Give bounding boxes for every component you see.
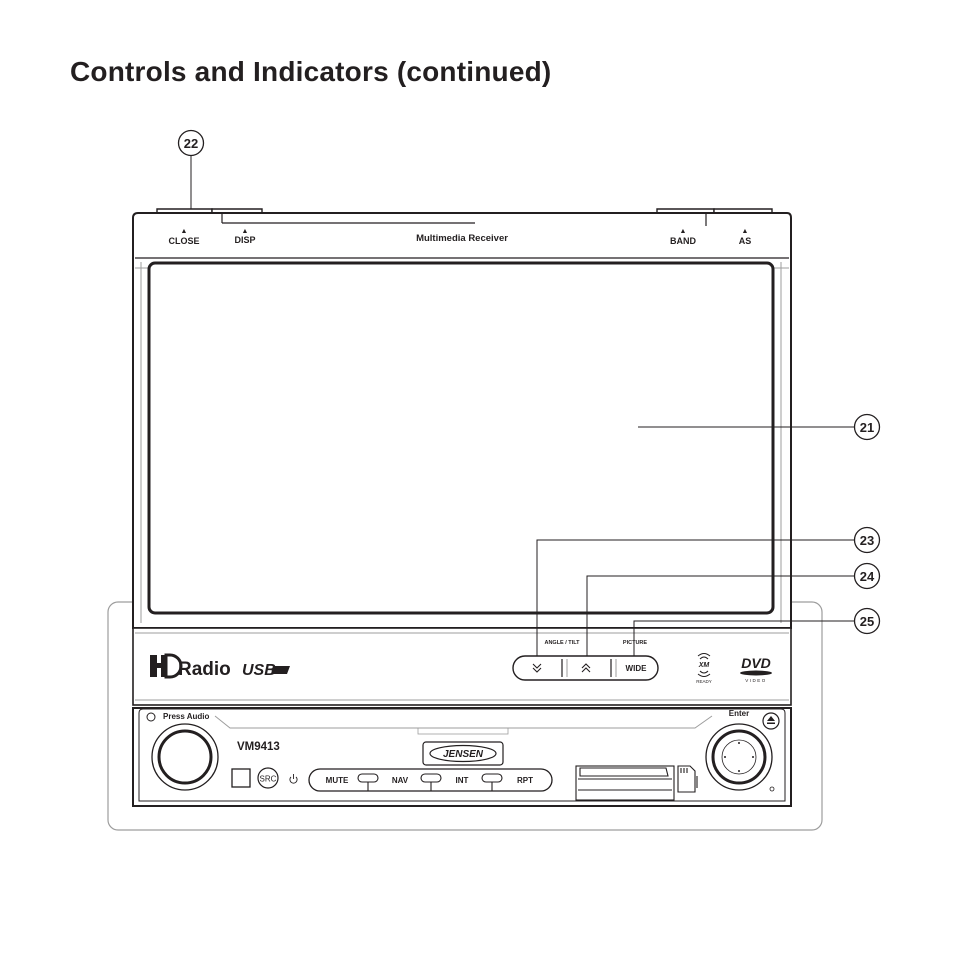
jensen-logo-text: JENSEN <box>443 749 484 760</box>
rpt-button[interactable]: RPT <box>517 776 533 785</box>
svg-text:22: 22 <box>184 136 198 151</box>
front-panel-upper <box>132 627 792 706</box>
hd-radio-logo: Radio <box>150 653 231 680</box>
dvd-video-logo: DVD VIDEO <box>740 655 772 683</box>
angle-tilt-label: ANGLE / TILT <box>544 640 580 646</box>
callout-24: 24 <box>853 562 881 590</box>
enter-label: Enter <box>729 709 749 718</box>
usb-logo: USB <box>242 662 290 679</box>
model-label: VM9413 <box>237 741 280 753</box>
wide-button[interactable]: WIDE <box>626 664 648 673</box>
disp-button-label[interactable]: DISP <box>234 235 255 245</box>
callout-22: 22 <box>177 129 205 157</box>
sd-card-icon <box>677 765 698 793</box>
svg-text:25: 25 <box>860 614 874 629</box>
nav-button[interactable]: NAV <box>392 776 409 785</box>
page-title: Controls and Indicators (continued) <box>70 56 552 87</box>
callout-23: 23 <box>853 526 881 554</box>
svg-text:Radio: Radio <box>178 659 231 680</box>
jensen-badge <box>422 741 504 766</box>
picture-label: PICTURE <box>623 640 647 646</box>
close-arrow: ▲ <box>181 228 188 235</box>
close-button-label[interactable]: CLOSE <box>168 236 199 246</box>
band-button-label[interactable]: BAND <box>670 236 696 246</box>
as-button-label[interactable]: AS <box>739 236 752 246</box>
svg-text:XM: XM <box>698 662 710 669</box>
svg-text:24: 24 <box>860 569 875 584</box>
svg-text:23: 23 <box>860 533 874 548</box>
lcd-screen <box>147 261 775 615</box>
src-button[interactable] <box>257 767 279 789</box>
tilt-down-icon[interactable] <box>532 663 542 673</box>
svg-text:USB: USB <box>242 662 276 679</box>
indicator-dot <box>146 712 156 722</box>
svg-text:21: 21 <box>860 420 874 435</box>
header-label: Multimedia Receiver <box>416 233 508 244</box>
mute-button[interactable]: MUTE <box>326 776 349 785</box>
press-audio-label: Press Audio <box>163 712 209 721</box>
band-arrow: ▲ <box>680 228 687 235</box>
svg-text:READY: READY <box>696 679 712 684</box>
ir-sensor <box>231 768 251 788</box>
power-icon[interactable] <box>289 774 298 784</box>
src-label: SRC <box>260 775 277 784</box>
svg-text:DVD: DVD <box>741 655 771 671</box>
disp-arrow: ▲ <box>242 228 249 235</box>
int-button[interactable]: INT <box>456 776 469 785</box>
as-arrow: ▲ <box>742 228 749 235</box>
svg-text:VIDEO: VIDEO <box>745 678 767 683</box>
eject-icon <box>767 716 775 724</box>
slot-door <box>575 765 675 801</box>
tilt-up-icon[interactable] <box>581 663 591 673</box>
callout-leaders <box>190 155 854 656</box>
callout-21: 21 <box>853 413 881 441</box>
xm-ready-logo: XM READY <box>696 653 712 684</box>
callout-25: 25 <box>853 607 881 635</box>
